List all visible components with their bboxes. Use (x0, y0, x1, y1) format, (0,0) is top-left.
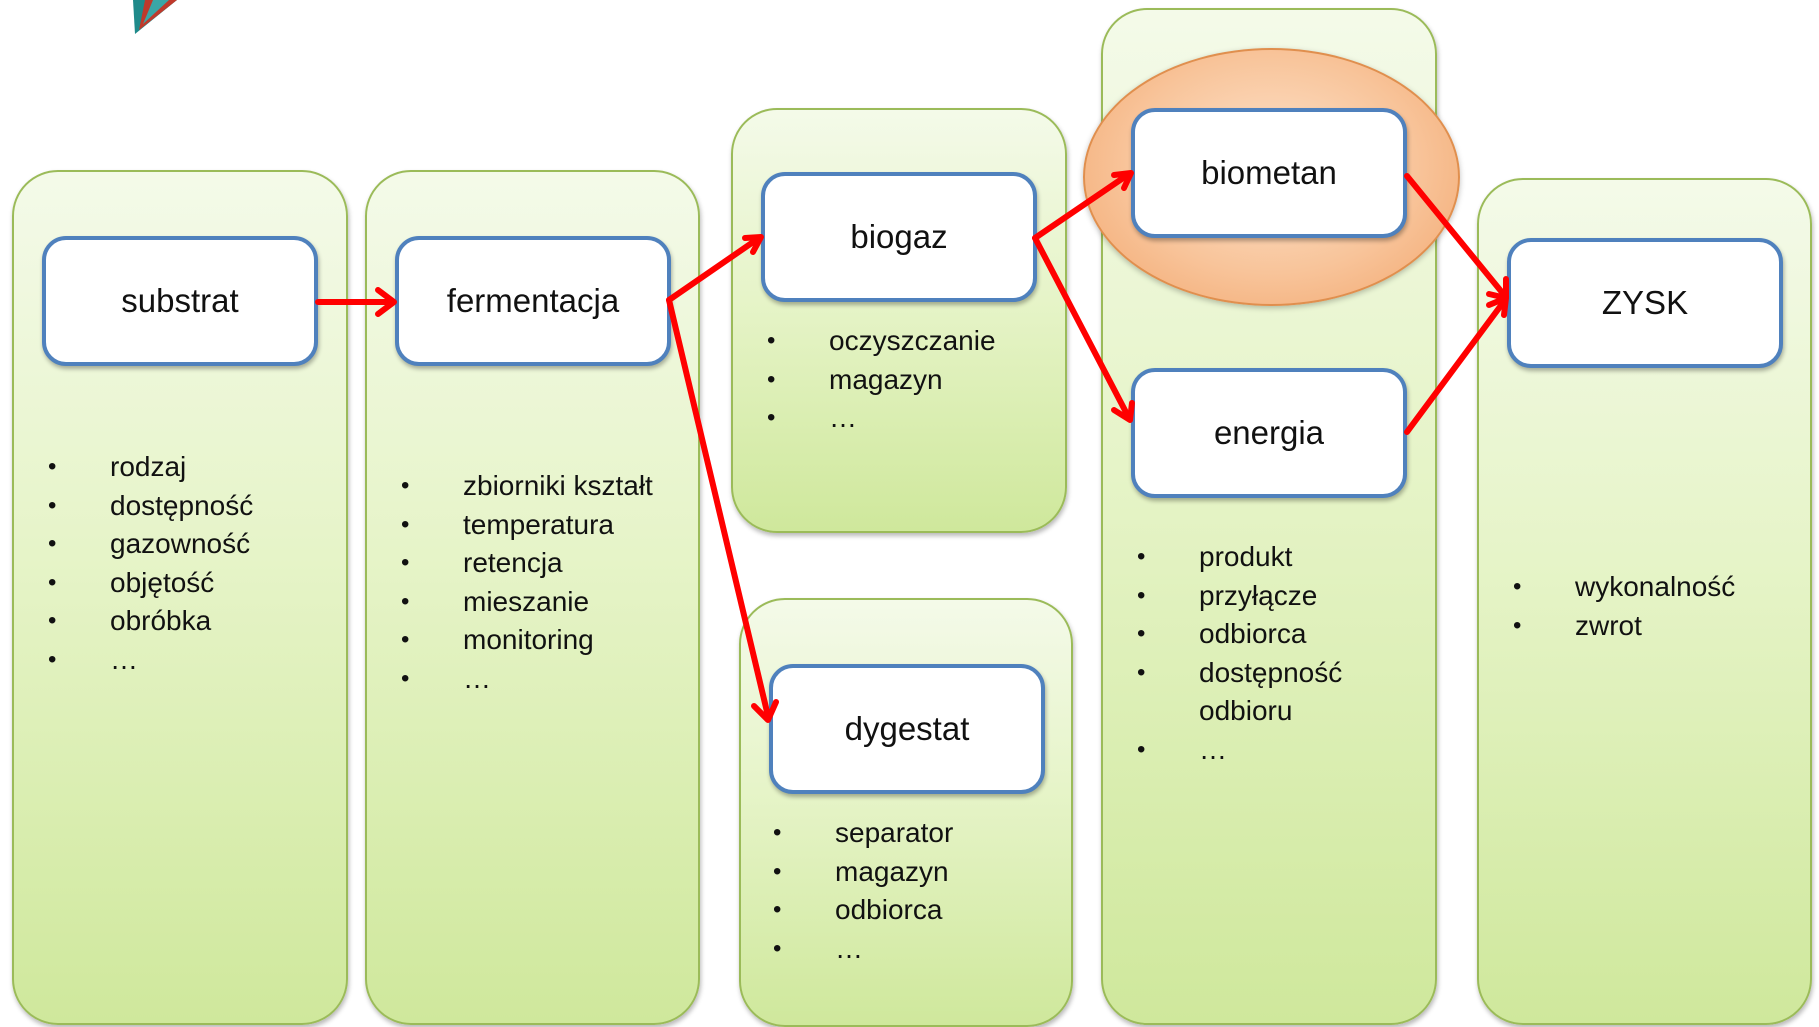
list-item: gazowność (48, 525, 253, 564)
list-item: magazyn (767, 361, 996, 400)
list-item-continuation: odbioru (1199, 695, 1293, 726)
node-biogaz-label: biogaz (850, 218, 948, 255)
node-energia-label: energia (1213, 414, 1325, 451)
list-item: dostępność (48, 487, 253, 526)
list-item: objętość (48, 564, 253, 603)
energia-list: produkt przyłącze odbiorca dostępnośćodb… (1137, 538, 1342, 769)
list-item: zbiorniki kształt (401, 467, 653, 506)
list-item: odbiorca (773, 891, 953, 930)
list-item: magazyn (773, 853, 953, 892)
list-item: separator (773, 814, 953, 853)
node-substrat-label: substrat (121, 282, 239, 319)
list-item: odbiorca (1137, 615, 1342, 654)
list-item: obróbka (48, 602, 253, 641)
list-item: … (1137, 731, 1342, 770)
list-item: … (48, 641, 253, 680)
list-item: monitoring (401, 621, 653, 660)
node-dygestat: dygestat (769, 664, 1045, 794)
list-item: … (773, 930, 953, 969)
list-item: zwrot (1513, 607, 1735, 646)
biogaz-list: oczyszczanie magazyn … (767, 322, 996, 438)
node-fermentacja: fermentacja (395, 236, 671, 366)
dygestat-list: separator magazyn odbiorca … (773, 814, 953, 968)
fermentacja-list: zbiorniki kształt temperatura retencja m… (401, 467, 653, 698)
list-item: temperatura (401, 506, 653, 545)
list-item: przyłącze (1137, 577, 1342, 616)
logo-icon (125, 0, 185, 41)
node-biogaz: biogaz (761, 172, 1037, 302)
substrat-list: rodzaj dostępność gazowność objętość obr… (48, 448, 253, 679)
node-substrat: substrat (42, 236, 318, 366)
list-item: wykonalność (1513, 568, 1735, 607)
list-item: produkt (1137, 538, 1342, 577)
node-energia: energia (1131, 368, 1407, 498)
node-zysk: ZYSK (1507, 238, 1783, 368)
list-item: oczyszczanie (767, 322, 996, 361)
node-fermentacja-label: fermentacja (446, 282, 620, 319)
node-dygestat-label: dygestat (844, 710, 970, 747)
list-item: … (401, 660, 653, 699)
list-item: … (767, 399, 996, 438)
list-item: retencja (401, 544, 653, 583)
node-biometan-label: biometan (1201, 154, 1337, 191)
zysk-list: wykonalność zwrot (1513, 568, 1735, 645)
node-biometan: biometan (1131, 108, 1407, 238)
node-zysk-label: ZYSK (1601, 284, 1689, 321)
list-item: rodzaj (48, 448, 253, 487)
list-item: mieszanie (401, 583, 653, 622)
